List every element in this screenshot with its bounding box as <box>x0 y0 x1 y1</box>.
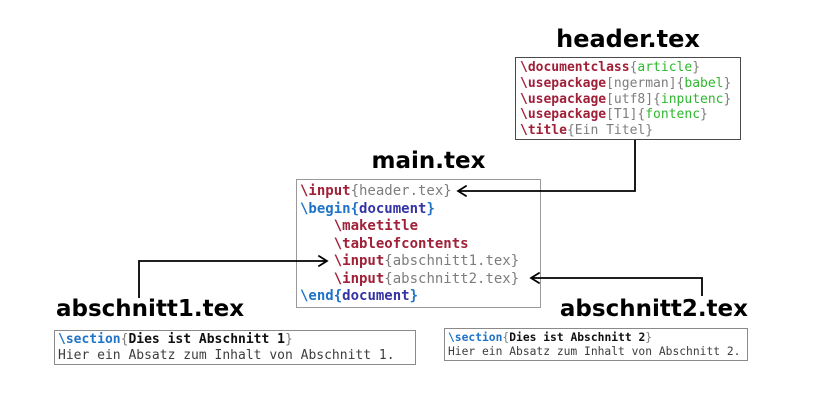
token-command: \input <box>333 270 385 287</box>
code-line: \section{Dies ist Abschnitt 1} <box>58 332 412 348</box>
code-box-abschnitt2: \section{Dies ist Abschnitt 2}Hier ein A… <box>444 328 748 361</box>
file-title-abschnitt2: abschnitt2.tex <box>559 296 748 322</box>
code-line: Hier ein Absatz zum Inhalt von Abschnitt… <box>58 348 412 364</box>
code-line: \title{Ein Titel} <box>520 123 736 139</box>
token-plain: {Ein Titel} <box>566 123 654 139</box>
token-command: \documentclass <box>520 60 630 75</box>
code-line: \usepackage[ngerman]{babel} <box>520 76 736 92</box>
token-plain: } <box>285 332 293 347</box>
token-command: \maketitle <box>333 218 419 234</box>
token-env: document <box>359 200 427 217</box>
token-plain: [ngerman]{ <box>606 75 685 91</box>
token-plain <box>300 253 334 269</box>
file-title-header: header.tex <box>556 25 700 53</box>
token-plain: } <box>645 331 653 344</box>
token-command: \input <box>300 183 351 199</box>
token-plain <box>300 236 334 252</box>
token-command: \usepackage <box>520 75 607 91</box>
token-plain: [T1]{ <box>606 107 646 123</box>
code-line: \begin{document} <box>300 201 537 219</box>
code-line: \input{header.tex} <box>300 183 537 201</box>
token-plain: } <box>723 75 732 91</box>
code-line: Hier ein Absatz zum Inhalt von Abschnitt… <box>448 345 744 359</box>
code-line: \usepackage[T1]{fontenc} <box>520 107 736 123</box>
token-body: Hier ein Absatz zum Inhalt von Abschnitt… <box>448 345 741 359</box>
token-keyword: \begin{ <box>300 200 360 217</box>
file-title-abschnitt1: abschnitt1.tex <box>56 296 245 322</box>
token-plain: { <box>629 60 638 75</box>
token-keyword: \end{ <box>300 288 343 304</box>
file-title-main: main.tex <box>371 148 486 174</box>
token-command: \usepackage <box>520 91 607 107</box>
token-command: \usepackage <box>520 107 607 123</box>
code-box-main: \input{header.tex}\begin{document} \make… <box>296 179 541 308</box>
token-plain: {abschnitt1.tex} <box>384 253 520 269</box>
token-argument: article <box>637 60 693 75</box>
token-plain <box>300 218 334 234</box>
token-plain: { <box>502 331 510 344</box>
code-line: \section{Dies ist Abschnitt 2} <box>448 331 744 345</box>
token-keyword: } <box>409 288 419 304</box>
code-line: \maketitle <box>300 218 537 236</box>
token-plain: } <box>723 91 732 107</box>
token-command: \input <box>333 253 385 269</box>
token-env: document <box>342 288 410 304</box>
code-line: \usepackage[utf8]{inputenc} <box>520 92 736 108</box>
token-plain: {header.tex} <box>350 183 452 199</box>
token-plain: [utf8]{ <box>606 91 661 107</box>
token-strong: Dies ist Abschnitt 1 <box>128 332 285 347</box>
token-plain: } <box>700 107 708 123</box>
token-plain: { <box>120 332 129 347</box>
token-keyword: } <box>426 200 435 217</box>
code-line: \documentclass{article} <box>520 60 736 76</box>
token-plain: } <box>692 60 701 75</box>
token-argument: inputenc <box>660 91 724 107</box>
token-plain <box>300 271 334 287</box>
token-keyword: \section <box>448 331 503 344</box>
token-argument: babel <box>684 75 724 91</box>
token-plain: {abschnitt2.tex} <box>384 270 520 287</box>
code-box-abschnitt1: \section{Dies ist Abschnitt 1}Hier ein A… <box>54 330 416 365</box>
arrow-abschnitt2-include <box>529 271 703 296</box>
code-line: \input{abschnitt2.tex} <box>300 271 537 289</box>
token-argument: fontenc <box>645 107 701 123</box>
code-line: \tableofcontents <box>300 236 537 254</box>
token-strong: Dies ist Abschnitt 2 <box>509 331 646 344</box>
token-body: Hier ein Absatz zum Inhalt von Abschnitt… <box>58 348 395 363</box>
token-command: \title <box>520 123 567 139</box>
code-box-header: \documentclass{article}\usepackage[ngerm… <box>515 57 741 140</box>
code-line: \input{abschnitt1.tex} <box>300 253 537 271</box>
token-command: \tableofcontents <box>333 235 469 252</box>
token-keyword: \section <box>58 332 121 347</box>
